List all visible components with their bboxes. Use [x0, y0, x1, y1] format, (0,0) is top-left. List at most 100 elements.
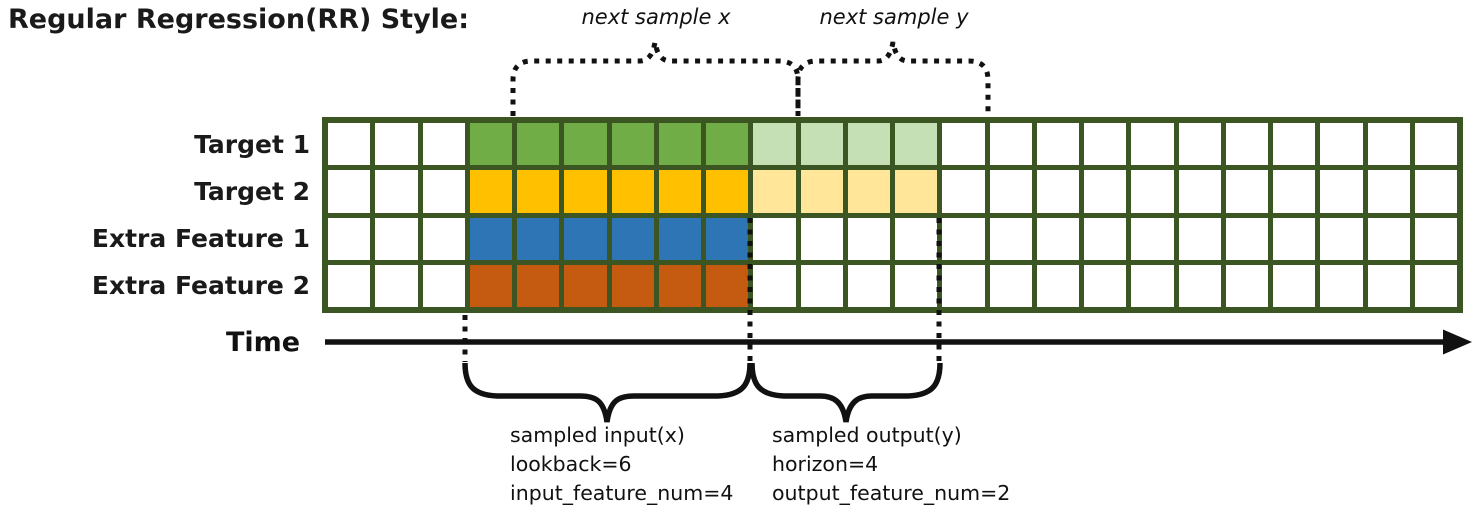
- grid-cell: [1273, 123, 1316, 166]
- grid-cell: [1036, 217, 1079, 260]
- grid-cell: [658, 264, 701, 307]
- row-label: Extra Feature 2: [91, 271, 310, 301]
- grid-cell: [1273, 170, 1316, 213]
- grid-cell: [469, 217, 512, 260]
- next-sample-y-brace-dotted: [795, 41, 991, 116]
- grid-cell: [564, 123, 607, 166]
- grid-cell: [1320, 217, 1363, 260]
- grid-cell: [375, 170, 418, 213]
- output-feature-num-line: output_feature_num=2: [772, 481, 1011, 505]
- grid-cell: [753, 123, 796, 166]
- grid-cell: [895, 170, 938, 213]
- lookback-line: lookback=6: [510, 452, 632, 476]
- grid-cell: [611, 217, 654, 260]
- grid-cell: [564, 170, 607, 213]
- grid-cell: [658, 217, 701, 260]
- grid-cell: [469, 123, 512, 166]
- grid-cell: [800, 170, 843, 213]
- grid-cell: [328, 264, 371, 307]
- grid-cell: [1414, 217, 1457, 260]
- grid-cell: [800, 264, 843, 307]
- grid-cell: [375, 217, 418, 260]
- grid-cell: [564, 217, 607, 260]
- grid-cell: [1320, 264, 1363, 307]
- grid-cell: [847, 217, 890, 260]
- grid-cell: [328, 217, 371, 260]
- time-axis-arrowhead: [1443, 329, 1472, 355]
- grid-cell: [706, 170, 749, 213]
- next-sample-x-brace-dotted: [510, 41, 801, 116]
- grid-cell: [895, 264, 938, 307]
- row-label: Extra Feature 1: [91, 224, 310, 254]
- sampled-input-annotation: sampled input(x) lookback=6 input_featur…: [510, 421, 733, 508]
- grid-cell: [989, 264, 1032, 307]
- grid-cell: [942, 123, 985, 166]
- grid-cell: [375, 123, 418, 166]
- horizon-line: horizon=4: [772, 452, 879, 476]
- sampled-input-line: sampled input(x): [510, 423, 685, 447]
- grid-cell: [989, 170, 1032, 213]
- grid-cell: [753, 217, 796, 260]
- grid-cell: [1178, 123, 1221, 166]
- grid-cell: [1225, 170, 1268, 213]
- sampled-input-brace: [462, 362, 753, 423]
- sampled-output-brace: [749, 362, 943, 423]
- grid-cell: [800, 123, 843, 166]
- grid-cell: [469, 170, 512, 213]
- grid-cell: [847, 264, 890, 307]
- grid-cell: [517, 217, 560, 260]
- sampled-output-line: sampled output(y): [772, 423, 962, 447]
- grid-cell: [517, 264, 560, 307]
- row-label: Target 1: [194, 129, 310, 159]
- next-sample-x-label: next sample x: [581, 5, 731, 29]
- grid-cell: [753, 170, 796, 213]
- grid-cell: [706, 217, 749, 260]
- input-feature-num-line: input_feature_num=4: [510, 481, 734, 505]
- grid-cell: [1131, 264, 1174, 307]
- grid-cell: [989, 217, 1032, 260]
- sampled-output-annotation: sampled output(y) horizon=4 output_featu…: [772, 421, 1010, 508]
- time-axis-label: Time: [226, 327, 301, 358]
- grid-cell: [564, 264, 607, 307]
- grid-cell: [1273, 217, 1316, 260]
- grid-cell: [753, 264, 796, 307]
- grid-cell: [517, 170, 560, 213]
- grid-cell: [328, 170, 371, 213]
- next-sample-y-label: next sample y: [819, 5, 969, 29]
- grid-cell: [942, 264, 985, 307]
- grid-cell: [658, 123, 701, 166]
- page-title: Regular Regression(RR) Style:: [8, 4, 470, 35]
- grid-cell: [328, 123, 371, 166]
- grid-cell: [706, 123, 749, 166]
- grid-cell: [1367, 217, 1410, 260]
- grid-cell: [1225, 123, 1268, 166]
- grid-cell: [1225, 217, 1268, 260]
- grid-cell: [1178, 217, 1221, 260]
- grid-cell: [1084, 123, 1127, 166]
- grid-cell: [942, 217, 985, 260]
- grid-cell: [895, 123, 938, 166]
- grid-cell: [1084, 217, 1127, 260]
- grid-cell: [1178, 264, 1221, 307]
- grid-cell: [1320, 123, 1363, 166]
- grid-cell: [422, 123, 465, 166]
- grid-cell: [1036, 123, 1079, 166]
- grid-cell: [1367, 264, 1410, 307]
- grid-cell: [1084, 170, 1127, 213]
- grid-cell: [1178, 170, 1221, 213]
- grid-cell: [942, 170, 985, 213]
- grid-cell: [422, 264, 465, 307]
- grid-cell: [611, 123, 654, 166]
- grid-cell: [1084, 264, 1127, 307]
- grid-cell: [469, 264, 512, 307]
- grid-cell: [375, 264, 418, 307]
- grid-cell: [1131, 123, 1174, 166]
- grid-cell: [1131, 217, 1174, 260]
- grid-cell: [1414, 123, 1457, 166]
- grid-cell: [658, 170, 701, 213]
- grid-cell: [1367, 170, 1410, 213]
- grid-cell: [1367, 123, 1410, 166]
- grid-cell: [1414, 170, 1457, 213]
- grid-cell: [1320, 170, 1363, 213]
